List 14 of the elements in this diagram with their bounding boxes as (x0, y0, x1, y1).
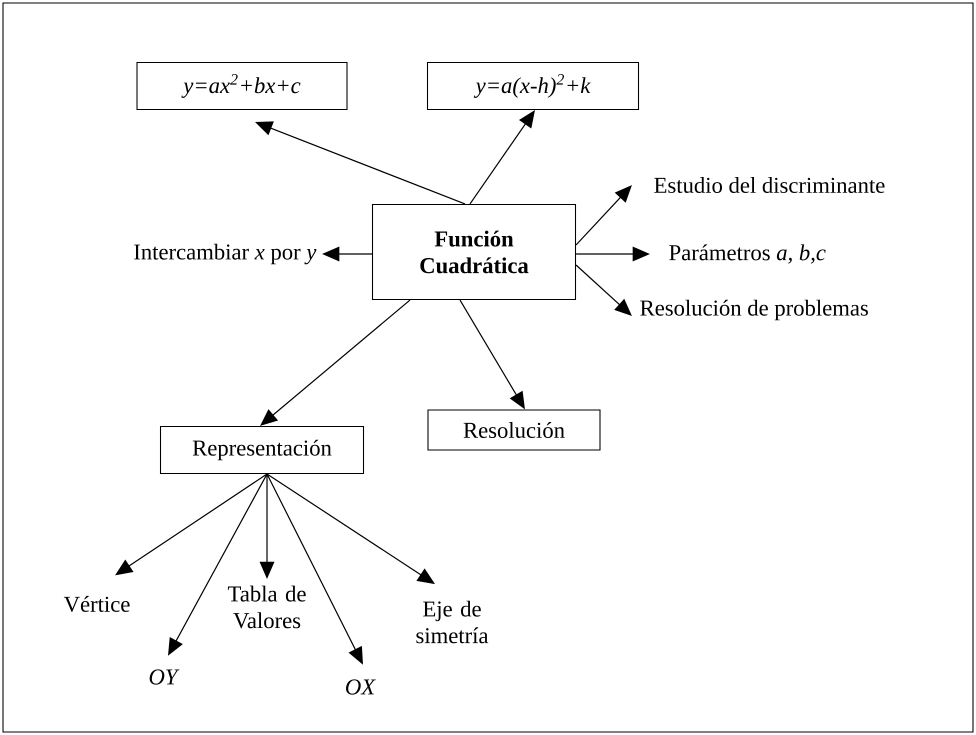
concept-text: Resolución de problemas (640, 300, 868, 320)
concept-text: Intercambiar x por y (134, 244, 316, 264)
concept-text: OY (150, 669, 180, 685)
concept-text: OX (346, 679, 376, 695)
concept-text: Vértice (64, 596, 130, 612)
concept-text: Estudio del discriminante (654, 177, 885, 193)
concept-box: Resolución (427, 409, 601, 451)
concept-box: Representación (160, 426, 364, 474)
concept-text: Tabla de Valores (228, 586, 306, 628)
concept-box: Función Cuadrática (372, 204, 576, 300)
concept-text: Eje de simetría (416, 600, 488, 644)
concept-text: Parámetros a, b,c (669, 244, 826, 264)
concept-box: y=a(x-h)$^{2}$+k (426, 62, 640, 110)
concept-box: y=ax$^{2}$+bx+c (136, 62, 348, 110)
